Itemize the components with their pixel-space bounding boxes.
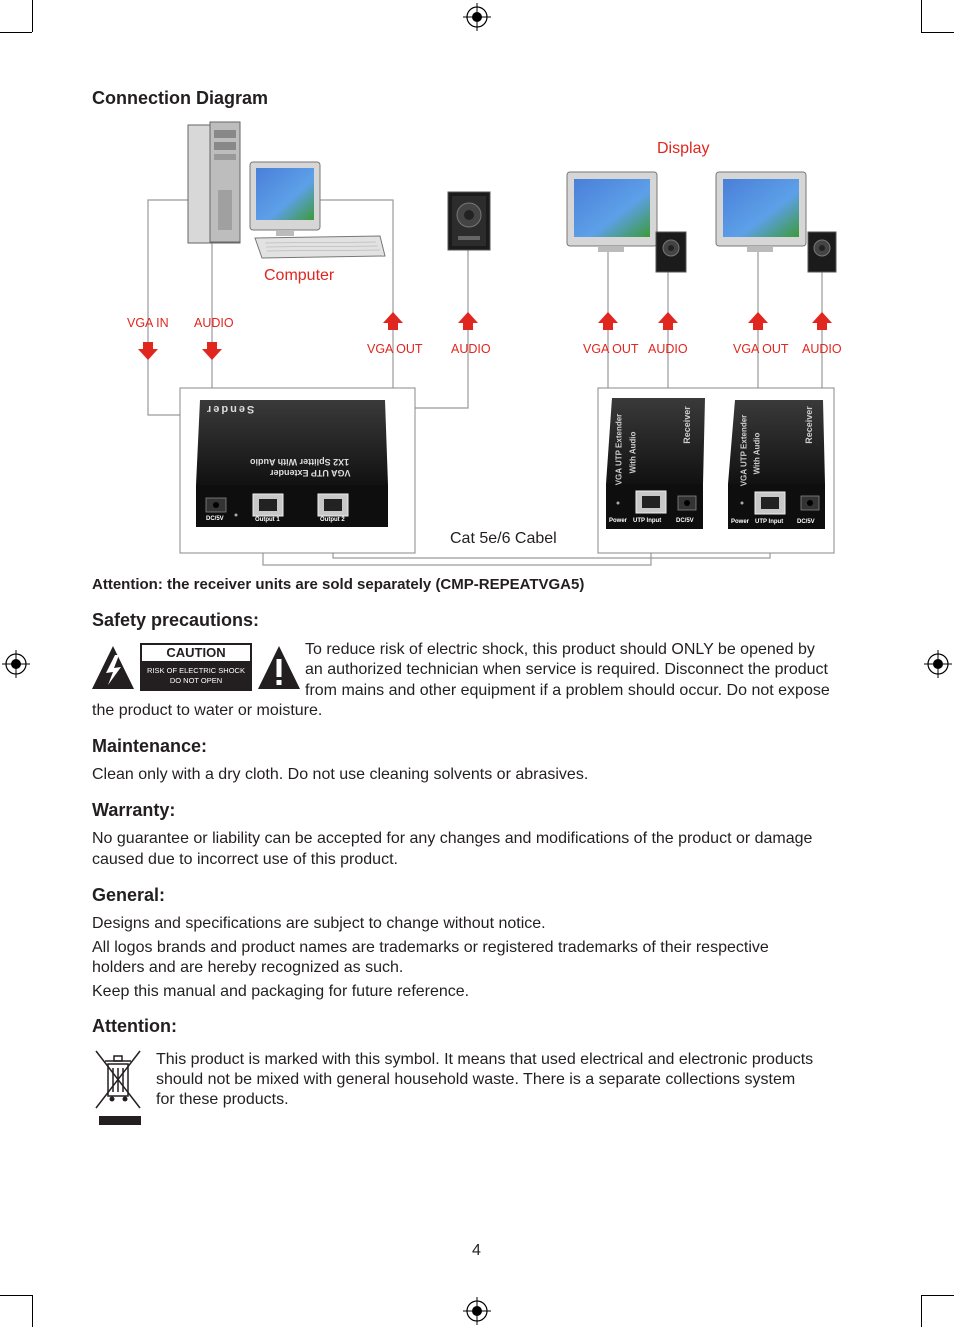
receiver-model: VGA UTP Extender — [614, 413, 624, 486]
cable-label: Cat 5e/6 Cabel — [450, 530, 557, 547]
keyboard-icon — [254, 235, 386, 259]
sender-unit — [196, 400, 388, 527]
receiver-brand: Receiver — [681, 406, 692, 444]
safety-text-line: an authorized technician when service is… — [305, 661, 828, 678]
registration-mark-icon — [924, 650, 952, 678]
receiver-port-label: DC/5V — [797, 519, 815, 525]
sender-port-label: Output 1 — [255, 517, 280, 523]
receiver-brand: Receiver — [803, 406, 814, 444]
crop-mark — [32, 1295, 33, 1327]
warranty-heading: Warranty: — [92, 800, 176, 820]
sender-model: VGA UTP Extender — [270, 468, 351, 478]
connection-diagram — [138, 121, 837, 566]
crop-mark — [921, 1295, 922, 1327]
receiver-model: VGA UTP Extender — [739, 414, 749, 487]
port-label-audio-out: AUDIO — [802, 342, 842, 356]
computer-tower-icon — [187, 121, 241, 244]
general-text-line: All logos brands and product names are t… — [92, 939, 769, 956]
computer-monitor-icon — [249, 161, 321, 236]
maintenance-heading: Maintenance: — [92, 736, 208, 756]
arrow-up-icon — [383, 312, 832, 330]
warranty-text-line: No guarantee or liability can be accepte… — [92, 830, 813, 847]
general-heading: General: — [92, 885, 166, 905]
caution-label: CAUTION RISK OF ELECTRIC SHOCK DO NOT OP… — [140, 643, 252, 691]
sender-model-sub: 1X2 Splitter With Audio — [250, 457, 350, 467]
general-text-line: holders and are hereby recognized as suc… — [92, 959, 404, 976]
crop-mark — [32, 0, 33, 32]
receiver-port-label: Power — [731, 519, 750, 525]
safety-heading: Safety precautions: — [92, 610, 260, 630]
safety-text-line: from mains and other equipment if a prob… — [305, 682, 830, 699]
registration-mark-icon — [2, 650, 30, 678]
caution-line-1: RISK OF ELECTRIC SHOCK — [147, 666, 245, 675]
receiver-port-label: UTP Input — [633, 518, 662, 524]
general-text: Designs and specifications are subject t… — [92, 915, 546, 932]
attention-text-line: This product is marked with this symbol.… — [156, 1051, 814, 1068]
general-text: Keep this manual and packaging for futur… — [92, 983, 470, 1000]
receiver-port-label: DC/5V — [676, 518, 694, 524]
display-label: Display — [657, 140, 710, 157]
crop-mark — [921, 1295, 954, 1296]
maintenance-text: Clean only with a dry cloth. Do not use … — [92, 766, 589, 783]
sender-port-label: DC/5V — [206, 516, 224, 522]
diagram-title: Connection Diagram — [92, 88, 269, 108]
speaker-icon — [655, 231, 687, 273]
port-label-audio-out: AUDIO — [451, 342, 491, 356]
exclamation-warning-icon — [258, 646, 300, 689]
port-label-vga-out: VGA OUT — [367, 342, 423, 356]
receiver-model-sub: With Audio — [628, 431, 638, 474]
receiver-unit — [728, 400, 825, 529]
port-label-vga-out: VGA OUT — [733, 342, 789, 356]
speaker-icon — [807, 231, 837, 273]
warranty-text-line: caused due to incorrect use of this prod… — [92, 851, 398, 868]
weee-bin-icon — [95, 1050, 141, 1125]
sender-brand: Sender — [205, 403, 255, 415]
attention-heading: Attention: — [92, 1016, 177, 1036]
attention-text-line: for these products. — [156, 1091, 289, 1108]
display-monitor-icon — [715, 171, 807, 252]
crop-mark — [921, 0, 922, 32]
registration-mark-icon — [463, 3, 491, 31]
receiver-unit — [606, 398, 705, 529]
safety-text-line: the product to water or moisture. — [92, 702, 323, 719]
sender-port-label: Output 2 — [320, 517, 345, 523]
crop-mark — [0, 1295, 32, 1296]
receiver-port-label: Power — [609, 518, 628, 524]
crop-mark — [921, 32, 954, 33]
port-label-vga-in: VGA IN — [127, 316, 169, 330]
receiver-port-label: UTP Input — [755, 519, 784, 525]
crop-mark — [0, 32, 32, 33]
attention-text-line: should not be mixed with general househo… — [156, 1071, 796, 1088]
caution-title: CAUTION — [142, 645, 250, 661]
receiver-model-sub: With Audio — [752, 432, 762, 475]
page-number: 4 — [472, 1242, 481, 1259]
display-monitor-icon — [566, 171, 658, 252]
attention-note: Attention: the receiver units are sold s… — [92, 576, 585, 593]
speaker-icon — [447, 191, 491, 251]
caution-line-2: DO NOT OPEN — [169, 676, 223, 685]
safety-text-line: To reduce risk of electric shock, this p… — [305, 641, 815, 658]
registration-mark-icon — [463, 1297, 491, 1325]
port-label-audio-in: AUDIO — [194, 316, 234, 330]
port-label-vga-out: VGA OUT — [583, 342, 639, 356]
computer-label: Computer — [264, 267, 335, 284]
arrow-down-icon — [138, 342, 222, 360]
port-label-audio-out: AUDIO — [648, 342, 688, 356]
lightning-warning-icon — [92, 646, 134, 689]
